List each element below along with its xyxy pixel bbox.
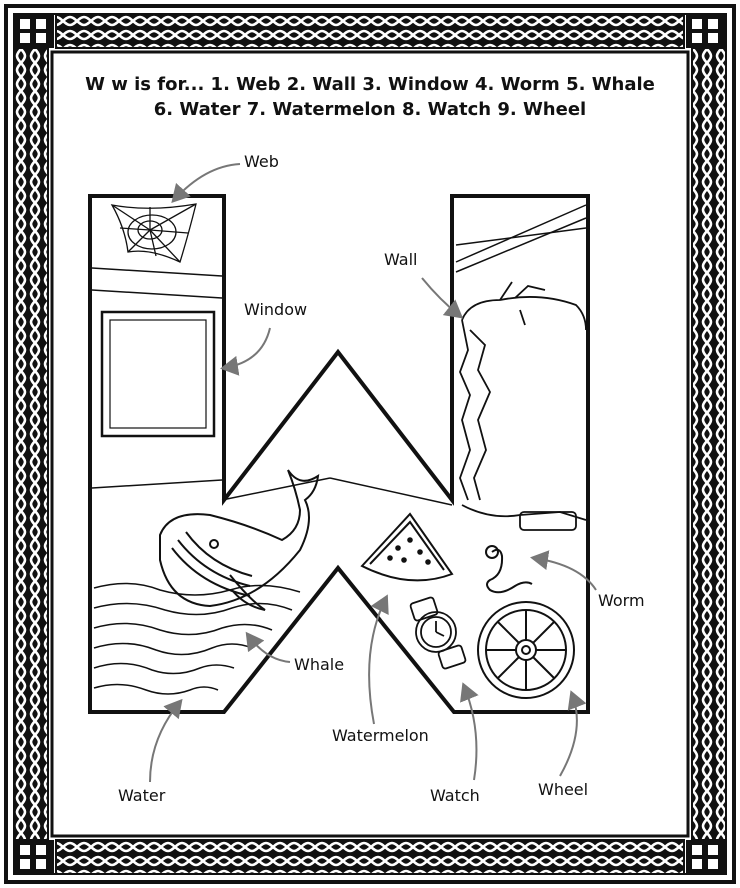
room-scene	[91, 204, 587, 506]
arrow-water	[149, 698, 183, 783]
window-illustration	[100, 310, 216, 438]
label-web: Web	[244, 152, 279, 171]
page-title-line-2: 6. Water 7. Watermelon 8. Watch 9. Wheel	[153, 99, 587, 120]
label-wall: Wall	[384, 250, 418, 269]
arrow-window	[220, 327, 271, 376]
wheel-illustration	[477, 601, 575, 699]
label-whale: Whale	[294, 655, 345, 674]
arrow-watch	[460, 682, 479, 781]
arrow-worm	[530, 550, 597, 591]
label-watermelon: Watermelon	[332, 726, 429, 745]
page-title-line-1: W w is for... 1. Web 2. Wall 3. Window 4…	[85, 74, 655, 95]
label-wheel: Wheel	[538, 780, 589, 799]
spider-web-illustration	[110, 203, 197, 263]
label-worm: Worm	[598, 591, 645, 610]
arrow-wheel	[559, 690, 587, 777]
corner-ornament	[14, 840, 54, 874]
worm-illustration	[485, 545, 533, 594]
label-window: Window	[244, 300, 308, 319]
label-watch: Watch	[430, 786, 480, 805]
arrow-web	[171, 163, 241, 203]
label-arrows	[149, 163, 597, 783]
arrow-whale	[245, 631, 291, 663]
whale-illustration	[159, 469, 320, 611]
corner-ornament	[686, 14, 726, 48]
watch-illustration	[409, 596, 467, 670]
water-illustration	[93, 582, 301, 695]
label-water: Water	[118, 786, 166, 805]
watermelon-illustration	[360, 512, 454, 582]
arrow-watermelon	[368, 594, 389, 725]
broken-wall-illustration	[459, 281, 587, 531]
letter-w-outline	[88, 194, 590, 714]
corner-ornament	[14, 14, 54, 48]
corner-ornament	[686, 840, 726, 874]
arrow-wall	[421, 277, 464, 319]
decorative-border	[4, 4, 736, 884]
